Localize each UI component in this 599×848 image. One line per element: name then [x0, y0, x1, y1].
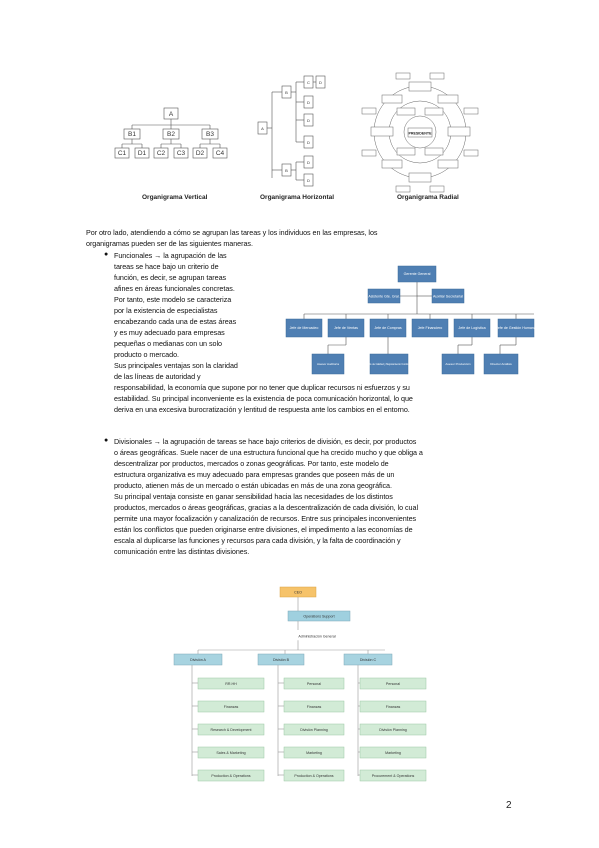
division-c-label: División C	[360, 658, 377, 662]
funcionales-line: y es muy adecuado para empresas	[114, 328, 225, 337]
functional-dept-label: Jefe Financiero	[418, 326, 443, 330]
vertical-l2-label: D1	[138, 150, 147, 157]
horizontal-l2-label: D	[307, 140, 310, 145]
division-b-item: Finanzas	[307, 705, 322, 709]
horizontal-l2-label: C	[307, 80, 310, 85]
divisionales-line: o áreas geográficas. Suele nacer de una …	[114, 448, 423, 457]
intro-line: Por otro lado, atendiendo a cómo se agru…	[86, 228, 378, 237]
functional-dept-label: Jefe de Mercadeo	[290, 326, 319, 330]
vertical-root-label: A	[169, 111, 174, 118]
vertical-l2-label: D2	[196, 150, 205, 157]
funcionales-line: pequeñas o medianas con un solo	[114, 339, 222, 348]
functional-dept-label: Jefe de Compras	[374, 326, 402, 330]
division-a-item: Finanzas	[224, 705, 239, 709]
radial-center-label: PRESIDENTE	[409, 132, 433, 136]
funcionales-line: Por tanto, este modelo se caracteriza	[114, 295, 232, 304]
funcionales-line: afines en áreas funcionales concretas.	[114, 284, 235, 293]
division-a-item: Sales & Marketing	[216, 751, 245, 755]
divisional-org-chart: CEO Operations Support Administración Ge…	[173, 586, 427, 782]
division-c-item: Procurement & Operations	[372, 774, 415, 778]
caption-horizontal: Organigrama Horizontal	[260, 194, 335, 201]
division-b-item: Production & Operations	[294, 774, 333, 778]
funcionales-line: responsabilidad, la economía que supone …	[114, 383, 410, 392]
horizontal-l3-label: D	[307, 178, 310, 183]
funcionales-line: deriva en una excesiva burocratización y…	[114, 405, 410, 414]
horizontal-l2-label: D	[307, 118, 310, 123]
vertical-l1-label: B2	[167, 131, 175, 138]
divisionales-line: escala al duplicarse las funciones y rec…	[114, 536, 401, 545]
vertical-l2-label: C4	[216, 150, 225, 157]
divisionales-line: descentralizar por productos, mercados o…	[114, 459, 389, 468]
funcionales-line: Funcionales → la agrupación de las	[114, 251, 227, 260]
division-b-item: División Planning	[300, 728, 328, 732]
functional-sub-label: Asesor Producción	[445, 362, 471, 366]
functional-dept-label: Jefe de Logística	[458, 326, 485, 330]
functional-staff-label: Asistente Gte. Gral.	[368, 295, 399, 299]
divisionales-line: Su principal ventaja consiste en ganar s…	[114, 492, 393, 501]
functional-org-chart: Gerente General Asistente Gte. Gral. Aux…	[285, 265, 536, 375]
bullet-funcionales: ●	[104, 251, 109, 258]
functional-sub-label: Jefe de Calidad y Mejoramiento Continuo	[367, 363, 412, 366]
vertical-l2-label: C2	[157, 150, 166, 157]
funcionales-line: tareas se hace bajo un criterio de	[114, 262, 219, 271]
funcionales-line: estabilidad. Su principal inconveniente …	[114, 394, 413, 403]
division-c-item: Marketing	[385, 751, 401, 755]
divisional-support-label: Operations Support	[303, 615, 334, 619]
vertical-l1-label: B3	[206, 131, 214, 138]
funcionales-line: función, es decir, se agrupan tareas	[114, 273, 227, 282]
divisionales-line: producto, atienen más de un mercado o es…	[114, 481, 392, 490]
divisionales-line: Divisionales → la agrupación de tareas s…	[114, 437, 417, 446]
horizontal-l2-label: D	[307, 100, 310, 105]
vertical-l2-label: C3	[177, 150, 186, 157]
horizontal-l1-label: B	[285, 168, 288, 173]
divisionales-line: están los conflictos que pueden originar…	[114, 525, 413, 534]
division-c-item: Personal	[386, 682, 400, 686]
funcionales-line: producto o mercado.	[114, 350, 179, 359]
division-a-item: Research & Development	[211, 728, 252, 732]
radial-organigram	[361, 72, 479, 193]
top-organigram-figure: A B1 B2 B3 C1 D1 C2 C3 D2 C4	[114, 72, 479, 193]
page-number: 2	[506, 800, 512, 811]
divisional-root-label: CEO	[294, 591, 302, 595]
intro-line: organigramas pueden ser de las siguiente…	[86, 239, 253, 248]
division-c-item: Finanzas	[386, 705, 401, 709]
caption-vertical: Organigrama Vertical	[142, 194, 208, 201]
functional-dept-label: Jefe de Gestión Humana	[496, 326, 536, 330]
horizontal-root-label: A	[261, 126, 264, 131]
functional-root-label: Gerente General	[404, 272, 431, 276]
divisional-admin-label: Administración General	[298, 635, 336, 639]
funcionales-line: Sus principales ventajas son la claridad	[114, 361, 238, 370]
division-a-label: División A	[190, 658, 206, 662]
horizontal-organigram	[257, 75, 326, 187]
division-a-item: RR.HH	[225, 682, 237, 686]
division-b-label: División B	[273, 658, 290, 662]
caption-radial: Organigrama Radial	[397, 194, 459, 201]
functional-sub-label: Asesor Auditoría	[317, 362, 339, 366]
funcionales-line: por la existencia de especialistas	[114, 306, 218, 315]
funcionales-line: de las líneas de autoridad y	[114, 372, 201, 381]
horizontal-l3-label: D	[307, 160, 310, 165]
functional-dept-label: Jefe de Ventas	[334, 326, 358, 330]
divisionales-line: comunicación entre las distintas divisio…	[114, 547, 250, 556]
division-b-item: Personal	[307, 682, 321, 686]
divisionales-line: permite una mayor focalización y canaliz…	[114, 514, 417, 523]
vertical-l2-label: C1	[118, 150, 127, 157]
funcionales-line: encabezando cada una de estas áreas	[114, 317, 237, 326]
vertical-organigram	[114, 107, 228, 159]
divisionales-line: estructura organizativa es muy adecuado …	[114, 470, 395, 479]
division-b-item: Marketing	[306, 751, 322, 755]
horizontal-l3-label: D	[319, 80, 322, 85]
bullet-divisionales: ●	[104, 437, 109, 444]
divisionales-line: productos, mercados o áreas geográficas,…	[114, 503, 418, 512]
functional-staff-label: Auxiliar Secretarial	[433, 295, 463, 299]
division-a-item: Production & Operations	[211, 774, 250, 778]
division-c-item: División Planning	[379, 728, 407, 732]
functional-sub-label: Director Análisis	[490, 362, 512, 366]
vertical-l1-label: B1	[128, 131, 136, 138]
horizontal-l1-label: B	[285, 90, 288, 95]
